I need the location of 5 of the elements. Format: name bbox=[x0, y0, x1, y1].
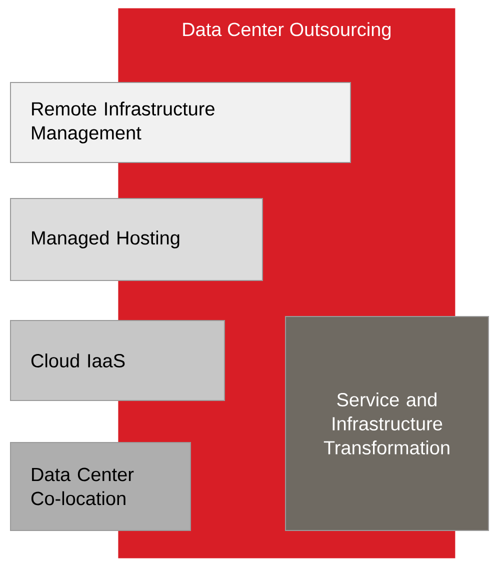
service-box: Data Center Co-location bbox=[10, 442, 191, 531]
service-box: Cloud IaaS bbox=[10, 320, 225, 401]
service-box: Managed Hosting bbox=[10, 198, 263, 281]
service-box: Remote Infrastructure Management bbox=[10, 82, 351, 163]
transformation-box: Service and Infrastructure Transformation bbox=[285, 316, 489, 531]
